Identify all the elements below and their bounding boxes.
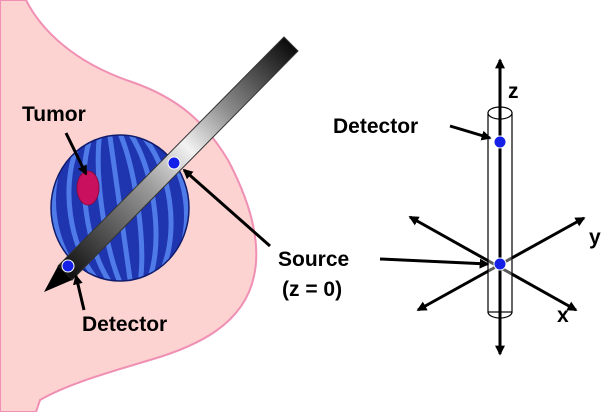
sphere-outline — [50, 134, 190, 282]
axis-x — [408, 215, 578, 312]
detector-marker-left — [61, 259, 75, 273]
axis-y-label: y — [589, 226, 601, 249]
detector-arrow-left — [73, 274, 86, 311]
source-arrow-left — [182, 168, 271, 248]
tumor-arrow — [64, 132, 88, 176]
detector-label-left: Detector — [82, 313, 167, 336]
axis-z-label: z — [508, 80, 519, 103]
axis-x-label: x — [557, 304, 569, 327]
probe-tip — [44, 266, 72, 292]
detector-label-right: Detector — [333, 115, 418, 138]
tumor-label: Tumor — [22, 103, 86, 126]
source-marker-left — [167, 156, 181, 170]
source-arrow-right — [379, 257, 490, 269]
source-marker-right — [493, 257, 507, 271]
detector-arrow-right — [449, 124, 492, 141]
source-label: Source — [278, 248, 349, 271]
tumor-blob — [76, 170, 100, 206]
detector-marker-right — [493, 135, 507, 149]
source-label-z: (z = 0) — [282, 278, 342, 301]
axes-diagram — [408, 58, 586, 356]
